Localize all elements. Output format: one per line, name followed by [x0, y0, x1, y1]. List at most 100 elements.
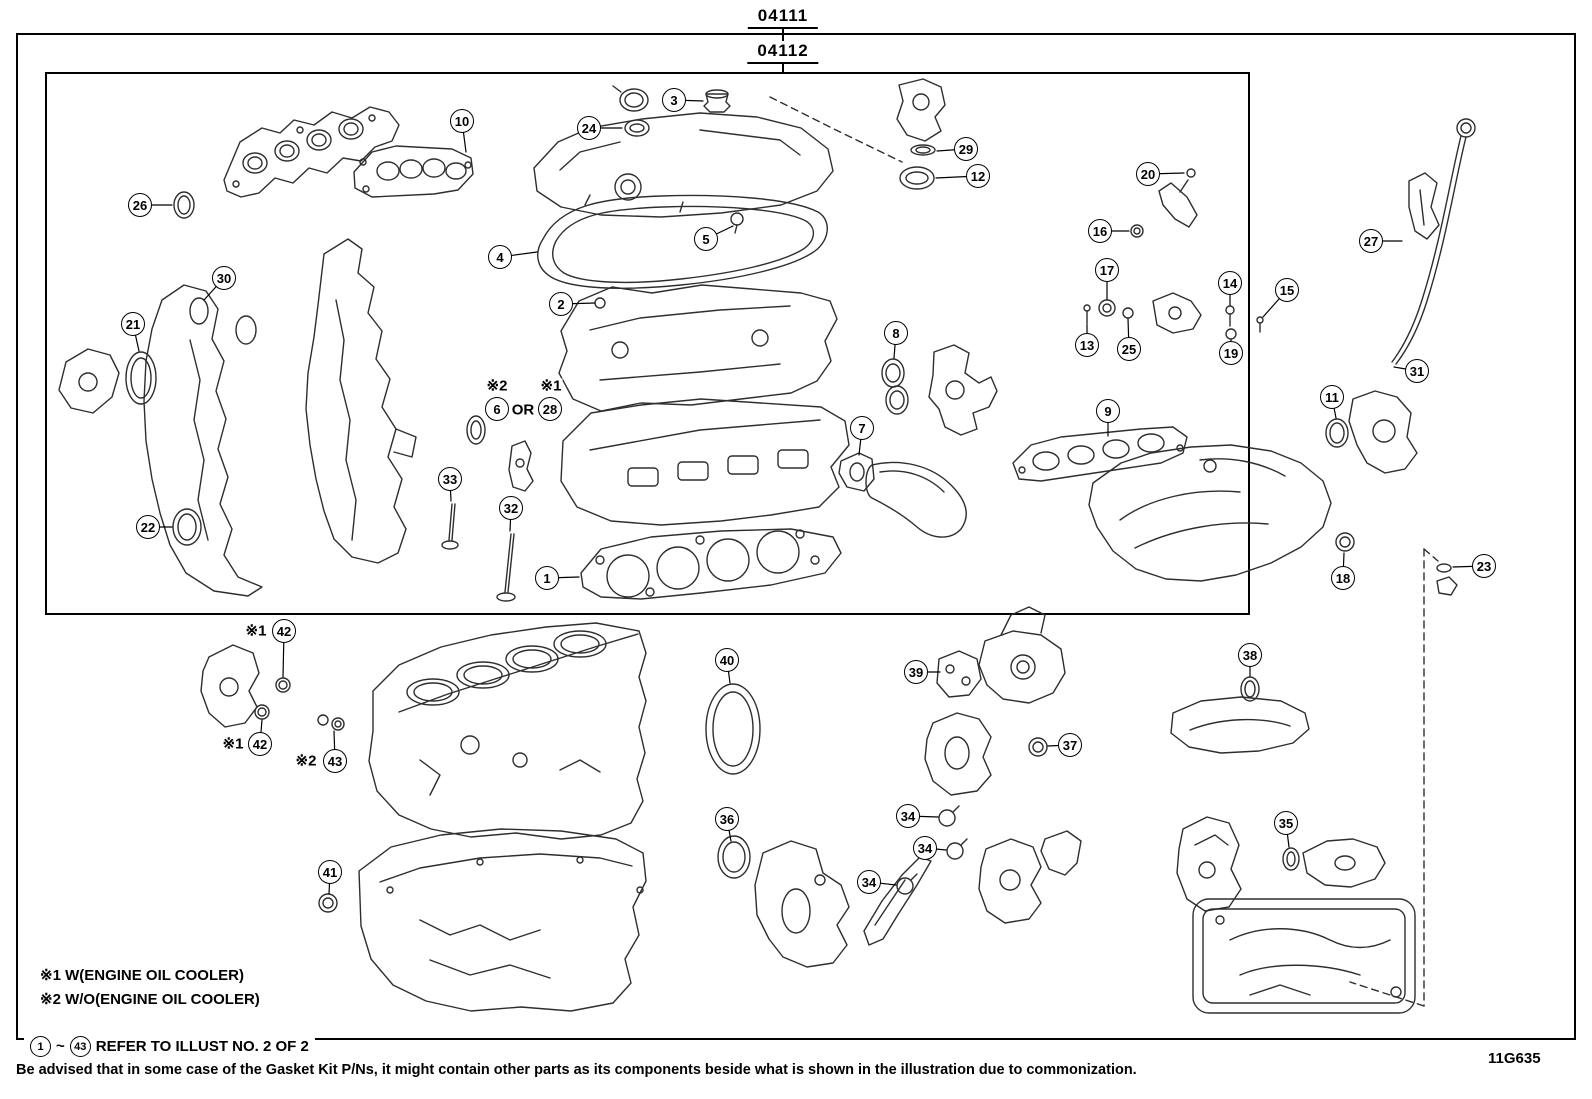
callout-28: 28: [538, 397, 562, 421]
oil-pan-upper-drawing: [358, 828, 647, 1012]
callout-21: 21: [121, 312, 145, 336]
callout-16: 16: [1088, 219, 1112, 243]
part-code-primary: 04111: [747, 6, 819, 29]
footnote-engine-oil-cooler: ※1 W(ENGINE OIL COOLER): [40, 967, 244, 984]
code-connector-line-2: [782, 62, 784, 73]
callout-22: 22: [136, 515, 160, 539]
sensor-20-drawing: [1158, 168, 1198, 228]
insulator-38-drawing: [1170, 676, 1310, 754]
callout-20: 20: [1136, 162, 1160, 186]
legend-first-callout: 1: [30, 1036, 51, 1057]
callout-3: 3: [662, 88, 686, 112]
annotation-text: ※2: [294, 752, 318, 770]
seal-22-drawing: [172, 508, 202, 546]
ring-18-drawing: [1335, 532, 1355, 552]
callout-6: 6: [485, 397, 509, 421]
cylinder-head-drawing: [558, 284, 838, 412]
callout-42: 42: [272, 619, 296, 643]
cam-housing-drawing: [896, 78, 946, 142]
callout-17: 17: [1095, 258, 1119, 282]
callout-12: 12: [966, 164, 990, 188]
ring-41-drawing: [318, 893, 338, 913]
chain-cover-right-drawing: [1176, 816, 1242, 912]
seal-6-drawing: [466, 415, 486, 445]
cylinder-block-drawing: [368, 622, 647, 840]
callout-10: 10: [450, 109, 474, 133]
callout-9: 9: [1096, 399, 1120, 423]
water-outlet-drawing: [838, 452, 967, 538]
callout-23: 23: [1472, 554, 1496, 578]
thermostat-seals-drawing: [881, 344, 998, 436]
ring-12-drawing: [899, 166, 935, 190]
legend-text: REFER TO ILLUST NO. 2 OF 2: [95, 1038, 309, 1055]
callout-32: 32: [499, 496, 523, 520]
timing-cover-drawings: [58, 238, 417, 597]
callout-18: 18: [1331, 566, 1355, 590]
callout-13: 13: [1075, 333, 1099, 357]
code-connector-line: [782, 27, 784, 43]
callout-8: 8: [884, 321, 908, 345]
crank-seal-40-drawing: [705, 683, 761, 775]
callout-38: 38: [1238, 643, 1262, 667]
retainer-42-43-drawing: [200, 644, 345, 731]
head-gasket-drawing: [580, 528, 842, 600]
callout-4: 4: [488, 245, 512, 269]
callout-43: 43: [323, 749, 347, 773]
callout-24: 24: [577, 116, 601, 140]
egr-37-drawing: [924, 712, 1048, 796]
callout-37: 37: [1058, 733, 1082, 757]
rear-seal-36-drawing: [717, 835, 751, 879]
callout-26: 26: [128, 193, 152, 217]
fastener-cluster-drawing: [1083, 292, 1264, 340]
valve-cover-gasket-drawing: [537, 194, 828, 289]
ring-35-drawing: [1282, 847, 1300, 871]
callout-14: 14: [1218, 271, 1242, 295]
callout-34: 34: [913, 836, 937, 860]
footnote-without-engine-oil-cooler: ※2 W/O(ENGINE OIL COOLER): [40, 991, 260, 1008]
callout-30: 30: [212, 266, 236, 290]
callout-25: 25: [1117, 337, 1141, 361]
callout-5: 5: [694, 227, 718, 251]
figure-code: 11G635: [1488, 1050, 1541, 1067]
valve-32-drawing: [496, 533, 516, 602]
outer-frame: [16, 33, 1576, 1040]
callout-7: 7: [850, 416, 874, 440]
callout-39: 39: [904, 660, 928, 684]
clamp-34-drawings: [896, 805, 968, 895]
seal-washer-5-drawing: [730, 212, 744, 234]
annotation-text: ※1: [244, 622, 268, 640]
callout-29: 29: [954, 137, 978, 161]
legend-separator: ~: [56, 1038, 65, 1055]
part-code-secondary: 04112: [747, 41, 819, 64]
callout-33: 33: [438, 467, 462, 491]
callout-31: 31: [1405, 359, 1429, 383]
throttle-body-drawing: [1325, 390, 1418, 474]
callout-2: 2: [549, 292, 573, 316]
callout-27: 27: [1359, 229, 1383, 253]
head-lower-casting-drawing: [560, 398, 850, 526]
intake-manifold-drawing: [1088, 444, 1332, 582]
callout-15: 15: [1275, 278, 1299, 302]
annotation-text: OR: [510, 401, 536, 419]
callout-11: 11: [1320, 385, 1344, 409]
annotation-text: ※1: [221, 735, 245, 753]
ring-16-drawing: [1130, 224, 1144, 238]
seal-30-drawing: [189, 297, 209, 325]
tensioner-drawing: [978, 830, 1082, 924]
callout-42: 42: [248, 732, 272, 756]
crank-seal-21-drawing: [125, 351, 157, 405]
callout-40: 40: [715, 648, 739, 672]
legend-last-callout: 43: [69, 1036, 91, 1057]
valve-33-drawing: [441, 503, 459, 550]
kit-contents-frame: [45, 72, 1250, 615]
callout-41: 41: [318, 860, 342, 884]
valve-cover-drawing: [533, 96, 903, 218]
intake-gasket-drawing: [353, 145, 474, 198]
legend-refer-line: 1 ~ 43 REFER TO ILLUST NO. 2 OF 2: [24, 1036, 315, 1057]
annotation-text: ※2: [485, 377, 509, 395]
plug-23-drawing: [1349, 548, 1458, 1007]
oil-pump-39-drawing: [936, 606, 1066, 704]
bracket-right-drawing: [1302, 838, 1386, 888]
